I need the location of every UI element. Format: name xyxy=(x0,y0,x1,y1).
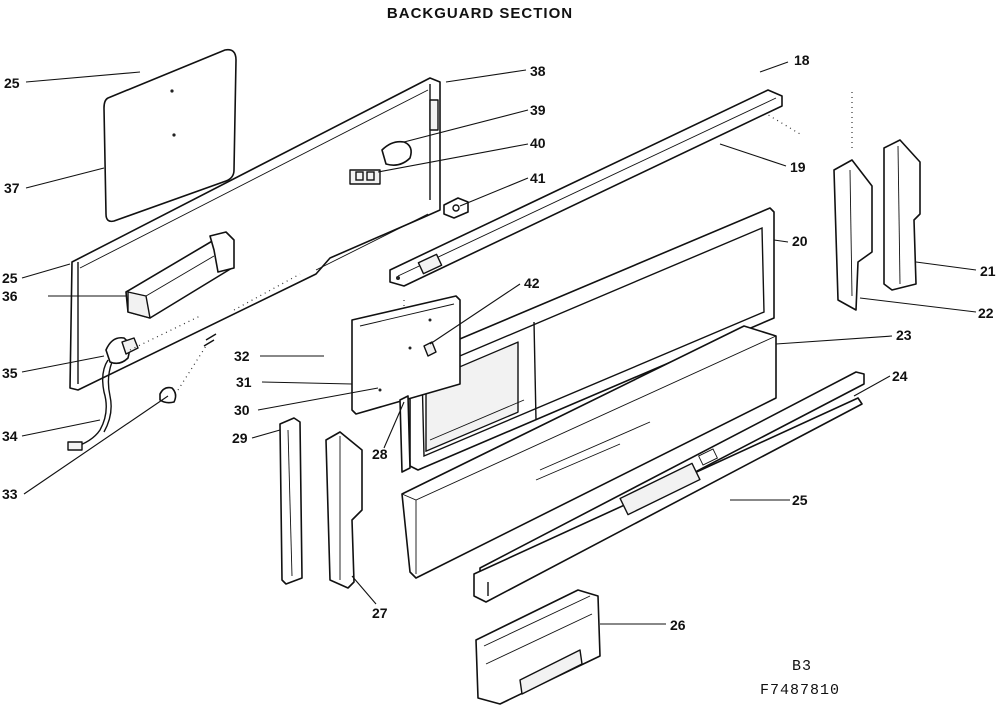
part-22-right-bracket xyxy=(833,159,873,311)
callout-38: 38 xyxy=(530,63,546,79)
part-27-end-cap xyxy=(325,431,363,589)
part-34-wire-lead xyxy=(67,359,113,451)
part-35-lamp-socket xyxy=(105,336,139,365)
callout-29: 29 xyxy=(232,430,248,446)
part-29-end-strip xyxy=(279,417,303,585)
part-18-top-trim xyxy=(389,89,783,287)
leader-lines xyxy=(21,61,977,625)
part-37-glass-panel xyxy=(103,48,237,223)
callout-35: 35 xyxy=(2,365,18,381)
callout-32: 32 xyxy=(234,348,250,364)
callout-21: 21 xyxy=(980,263,996,279)
callout-27: 27 xyxy=(372,605,388,621)
diagram-title: BACKGUARD SECTION xyxy=(387,5,573,22)
part-28-spacer xyxy=(399,395,411,473)
callout-30: 30 xyxy=(234,402,250,418)
callout-39: 39 xyxy=(530,102,546,118)
part-30-control-board xyxy=(351,295,461,415)
callout-40: 40 xyxy=(530,135,546,151)
callout-28: 28 xyxy=(372,446,388,462)
callout-42: 42 xyxy=(524,275,540,291)
callout-31: 31 xyxy=(236,374,252,390)
callout-41: 41 xyxy=(530,170,546,186)
part-24-front-trim xyxy=(473,371,865,603)
callout-36: 36 xyxy=(2,288,18,304)
callout-34: 34 xyxy=(2,428,18,444)
callout-19: 19 xyxy=(790,159,806,175)
callout-33: 33 xyxy=(2,486,18,502)
part-23-control-housing xyxy=(401,325,777,579)
callout-18: 18 xyxy=(794,52,810,68)
drawing-code-number: F7487810 xyxy=(760,682,840,699)
callout-20: 20 xyxy=(792,233,808,249)
callout-26: 26 xyxy=(670,617,686,633)
callout-22: 22 xyxy=(978,305,994,321)
part-26-badge-bracket xyxy=(475,589,601,705)
part-33-clip xyxy=(159,333,217,404)
callout-24: 24 xyxy=(892,368,908,384)
part-41-clip xyxy=(443,197,469,219)
callout-25-top: 25 xyxy=(4,75,20,91)
part-21-right-end-cap xyxy=(883,139,921,291)
callout-23: 23 xyxy=(896,327,912,343)
callout-37: 37 xyxy=(4,180,20,196)
part-20-backguard-panel xyxy=(409,207,775,471)
part-42-connector xyxy=(423,341,437,357)
assembly-guide-line xyxy=(177,345,207,391)
part-backguard-channel xyxy=(69,77,441,391)
callout-25-left: 25 xyxy=(2,270,18,286)
callout-25-front: 25 xyxy=(792,492,808,508)
drawing-code-b3: B3 xyxy=(792,658,812,675)
part-36-bracket xyxy=(125,231,235,319)
